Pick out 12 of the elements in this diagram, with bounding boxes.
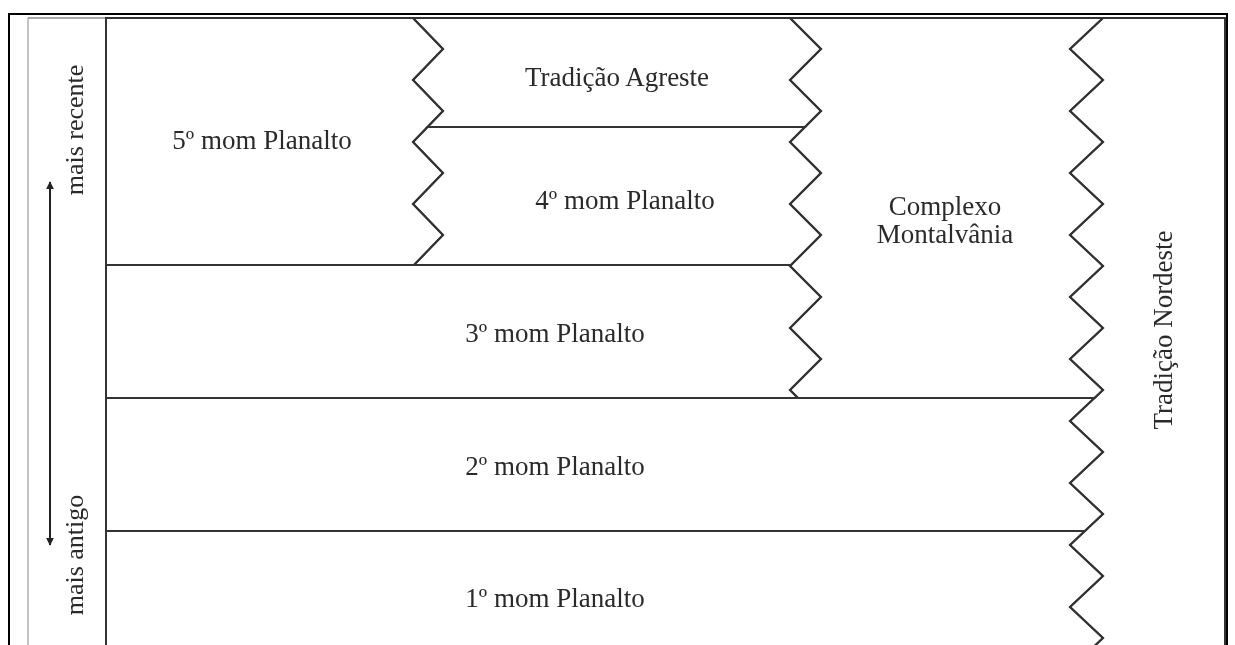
time-direction-label: mais recente: [60, 64, 90, 196]
band-label: 4º mom Planalto: [535, 185, 715, 215]
band-label: 3º mom Planalto: [465, 318, 645, 348]
band-label: 2º mom Planalto: [465, 451, 645, 481]
band-label: 5º mom Planalto: [172, 125, 352, 155]
period-band: [1070, 18, 1225, 645]
time-direction-label: mais antigo: [60, 494, 90, 616]
band-label: Tradição Nordeste: [1148, 230, 1178, 430]
period-band: [106, 265, 821, 398]
band-label: Complexo Montalvânia: [875, 191, 1015, 249]
band-label: Tradição Agreste: [524, 62, 710, 92]
band-label: 1º mom Planalto: [465, 583, 645, 613]
